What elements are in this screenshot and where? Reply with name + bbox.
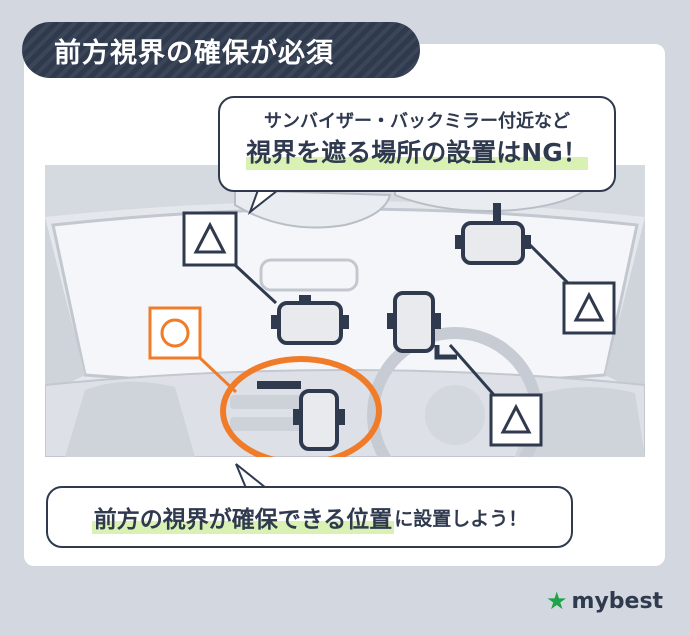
callout-ng-line2: 視界を遮る場所の設置はNG！ xyxy=(246,136,588,170)
page-title: 前方視界の確保が必須 xyxy=(22,22,420,78)
bubble-bottom-tail xyxy=(235,463,269,489)
seat-right xyxy=(515,386,645,457)
phone-holder-visor xyxy=(455,203,531,265)
triangle-icon xyxy=(562,281,616,335)
circle-icon xyxy=(148,306,202,360)
callout-ok-highlight: 前方の視界が確保できる位置 xyxy=(91,500,395,534)
a-pillar-right xyxy=(605,217,645,395)
callout-ok-rest: に設置しよう！ xyxy=(394,507,528,530)
callout-ng-line1: サンバイザー・バックミラー付近など xyxy=(264,111,570,132)
seat-left xyxy=(65,381,195,457)
steering-hub xyxy=(425,385,485,445)
brand-logo: ★ mybest xyxy=(546,586,663,616)
page-title-text: 前方視界の確保が必須 xyxy=(54,37,334,69)
phone-holder-mirror xyxy=(271,295,349,345)
sun-visor-left xyxy=(234,188,392,229)
brand-name: mybest xyxy=(571,588,664,614)
bubble-top-tail xyxy=(247,189,281,215)
triangle-icon xyxy=(489,393,543,447)
star-icon: ★ xyxy=(546,587,568,615)
leader-line-ng-1 xyxy=(233,263,278,305)
callout-ok: 前方の視界が確保できる位置に設置しよう！ xyxy=(46,486,573,548)
vent-1 xyxy=(230,395,320,409)
leader-line-ok xyxy=(198,356,238,394)
phone-holder-console xyxy=(257,381,345,451)
ok-position-highlight xyxy=(220,356,382,457)
leader-line-ng-2 xyxy=(526,241,570,285)
a-pillar-left xyxy=(45,217,85,395)
phone-holder-dash xyxy=(387,291,457,360)
rearview-mirror xyxy=(259,258,359,292)
callout-ng: サンバイザー・バックミラー付近など 視界を遮る場所の設置はNG！ xyxy=(218,96,616,192)
triangle-icon xyxy=(182,211,238,267)
leader-line-ng-3 xyxy=(448,344,496,396)
